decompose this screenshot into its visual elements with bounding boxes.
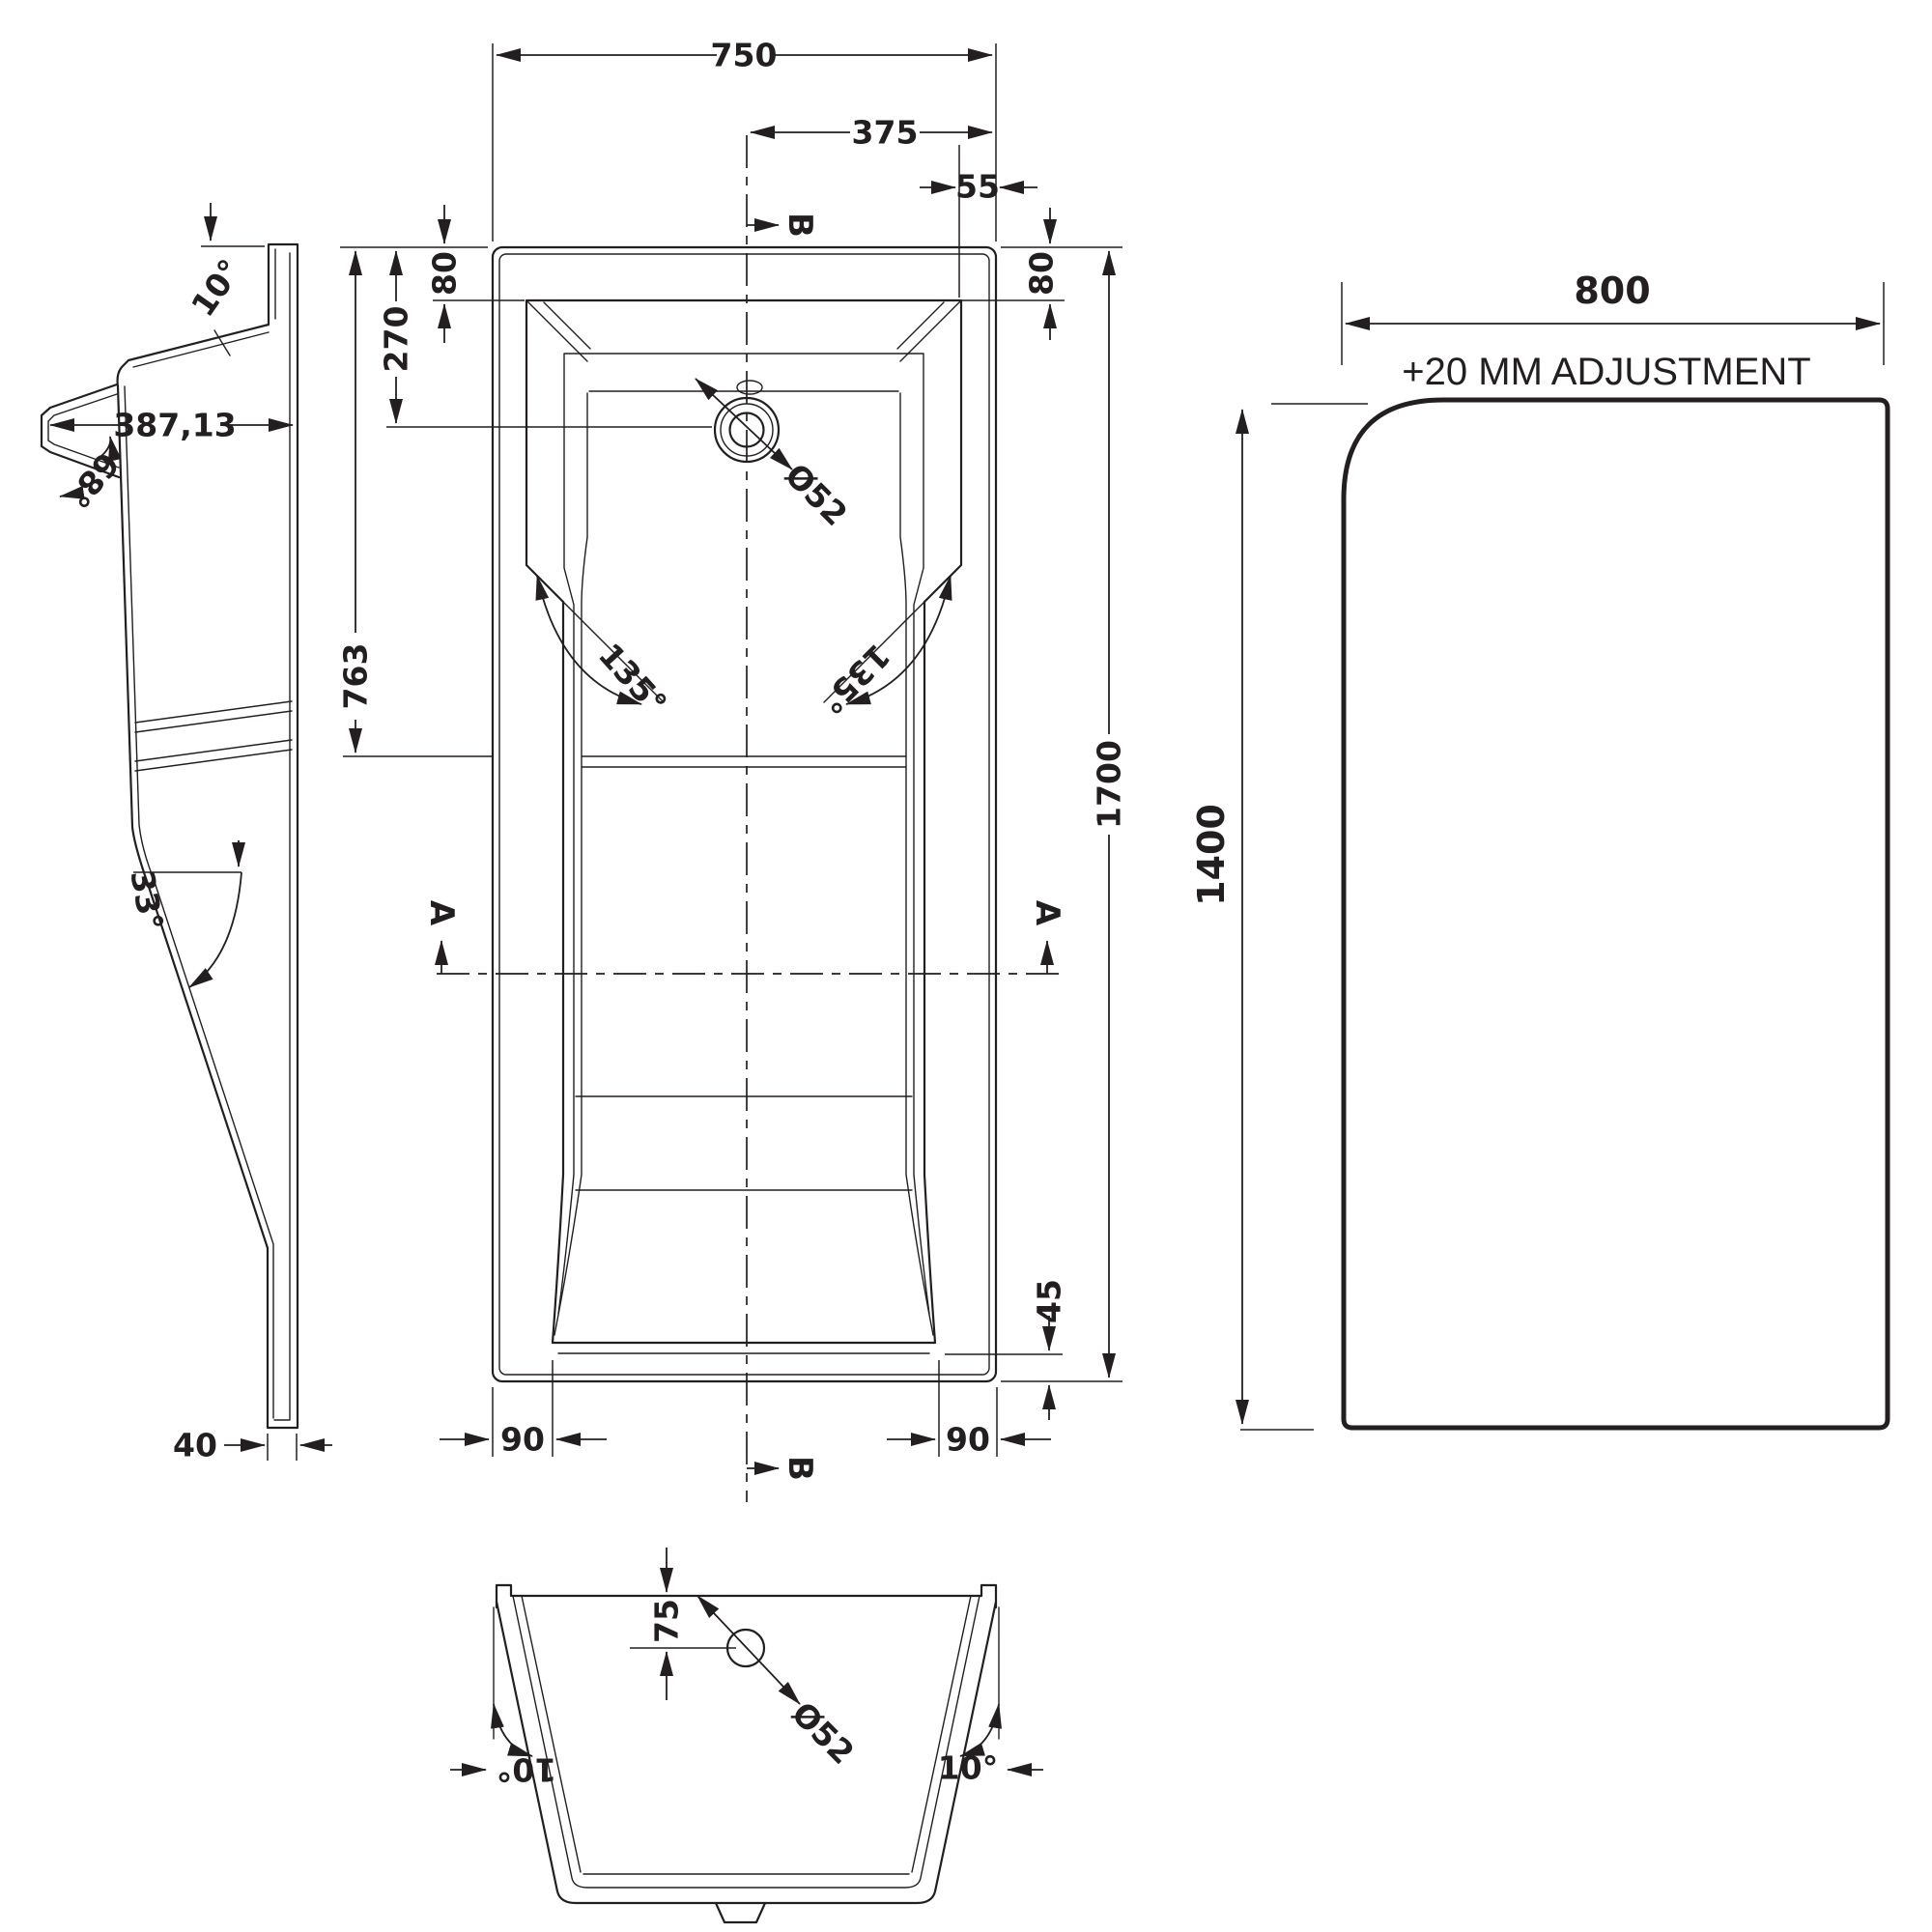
- section-b-label-top: B: [781, 213, 819, 238]
- plan-basin-mid: [557, 353, 930, 1315]
- side-foot-width-label: 40: [173, 1427, 217, 1464]
- wall-angle-right-label: 10°: [938, 1749, 998, 1787]
- foot-rim-width-label: 45: [1031, 1279, 1068, 1323]
- dim-side-back-width: 387,13: [49, 407, 294, 444]
- dim-side-foot-width: 40: [173, 1427, 332, 1464]
- overall-length-label: 1700: [1091, 740, 1128, 829]
- dim-head-rim-width: 80: [426, 205, 525, 343]
- section-line-b: B B: [746, 135, 819, 1502]
- panel-height-label: 1400: [1190, 804, 1233, 906]
- front-panel-view: 800 +20 MM ADJUSTMENT 1400: [1190, 270, 1890, 1431]
- dim-wall-angle-right: 10°: [938, 1606, 1043, 1787]
- side-back-angle-label: 68°: [59, 445, 127, 516]
- dim-overflow-height: 75: [630, 1548, 736, 1700]
- wall-angle-left-label: 10°: [497, 1751, 556, 1789]
- plan-seat-step-lines: [557, 755, 930, 1354]
- section-inner-wall: [521, 1595, 972, 1875]
- side-base-angle-label: 33°: [123, 867, 170, 933]
- dim-foot-corner-right: 90: [887, 1360, 1051, 1459]
- dim-head-section-length: 763: [337, 250, 493, 757]
- section-rim: [495, 1583, 998, 1609]
- overflow-height-label: 75: [648, 1599, 686, 1643]
- dim-waste-diameter: Ø52: [695, 378, 855, 533]
- overflow-from-edge-label: 270: [378, 306, 415, 373]
- foot-corner-left-label: 90: [500, 1421, 545, 1459]
- plan-basin-floor: [554, 390, 934, 1336]
- side-fixing-tab-inner: [47, 393, 120, 469]
- panel-outline: [1341, 397, 1890, 1431]
- section-waste-boss: [714, 1901, 767, 1924]
- dim-foot-rim-width: 45: [945, 1279, 1068, 1420]
- side-inner-wall: [124, 248, 291, 1421]
- section-a-label-left: A: [422, 900, 461, 926]
- seat-angle-right-label: 135°: [812, 637, 897, 722]
- plan-corner-chamfers: [526, 299, 962, 362]
- overall-width-label: 750: [711, 37, 778, 74]
- dim-overall-length: 1700: [1001, 246, 1128, 1382]
- head-rim-width-label: 80: [426, 251, 464, 296]
- plan-outer-rim-inner: [498, 253, 990, 1376]
- seat-angle-left-label: 135°: [591, 636, 674, 723]
- center-offset-label: 375: [852, 114, 919, 152]
- dim-overflow-edge-offset: 55: [920, 145, 1037, 298]
- dim-foot-corner-left: 90: [440, 1360, 607, 1459]
- panel-width-label: 800: [1574, 270, 1650, 312]
- panel-adjustment-note: +20 MM ADJUSTMENT: [1402, 351, 1810, 393]
- overflow-edge-offset-label: 55: [955, 168, 1000, 206]
- section-a-label-right: A: [1028, 900, 1066, 926]
- foot-corner-right-label: 90: [946, 1421, 990, 1459]
- section-line-a: A A: [422, 900, 1066, 975]
- dim-side-back-angle: 68°: [59, 436, 127, 516]
- side-outline: [116, 242, 299, 1430]
- plan-basin-outer: [525, 298, 963, 1345]
- plan-view: Ø52 135° 135° A A B B: [337, 37, 1128, 1502]
- dim-panel-width: 800 +20 MM ADJUSTMENT: [1341, 270, 1885, 393]
- dim-overall-width: 750: [492, 37, 997, 242]
- dim-panel-height: 1400: [1190, 403, 1368, 1431]
- dim-side-rim-angle: 10°: [184, 203, 265, 356]
- dim-side-base-angle: 33°: [123, 840, 245, 988]
- section-waste-diameter-label: Ø52: [784, 1694, 862, 1772]
- side-hidden-edges: [134, 700, 293, 772]
- overflow-slot: [736, 380, 763, 395]
- dim-wall-angle-left: 10°: [450, 1606, 556, 1789]
- cross-section-view: 75 Ø52 10° 10°: [450, 1548, 1043, 1924]
- section-mid-wall: [512, 1595, 980, 1889]
- side-elevation-view: 10° 387,13 68° 33° 40: [40, 203, 332, 1464]
- dim-side-rim-width: 80: [961, 208, 1065, 340]
- dim-center-offset: 375: [750, 114, 993, 152]
- section-b-label-bottom: B: [781, 1456, 819, 1481]
- plan-outer-rim: [491, 245, 998, 1383]
- head-section-length-label: 763: [337, 643, 375, 710]
- side-fixing-tab: [40, 383, 121, 479]
- dim-section-waste-diameter: Ø52: [696, 1595, 862, 1772]
- dim-overflow-from-edge: 270: [378, 250, 712, 428]
- side-rim-angle-label: 10°: [184, 252, 249, 324]
- section-outer-shell: [495, 1600, 998, 1905]
- side-back-width-label: 387,13: [113, 407, 236, 444]
- side-rim-width-label: 80: [1023, 251, 1061, 296]
